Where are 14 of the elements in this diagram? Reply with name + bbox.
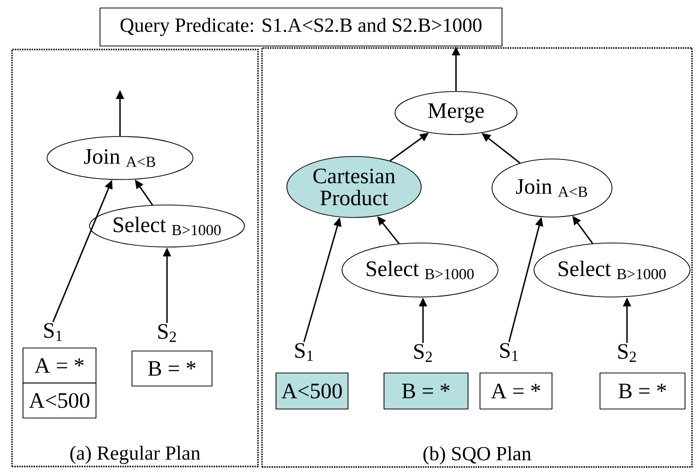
relation-label: S$_{2}$: [618, 344, 636, 362]
relation-label: S$_{1}$: [295, 343, 313, 361]
predicate-box: A = *: [480, 372, 552, 410]
predicate-box: B = *: [384, 372, 468, 410]
predicate-box: A<500: [276, 372, 348, 410]
relation-label: S$_{2}$: [158, 324, 176, 342]
predicate-box: B = *: [132, 350, 212, 386]
predicate-box: A<500: [22, 382, 96, 418]
relation-label: S$_{2}$: [414, 344, 432, 362]
relation-label: S$_{1}$: [500, 343, 518, 361]
predicate-box: B = *: [600, 372, 686, 410]
query-box: Query Predicate: S1.A<S2.B and S2.B>1000: [100, 8, 502, 46]
relation-label: S$_{1}$: [44, 323, 62, 341]
predicate-box: A = *: [22, 348, 96, 384]
